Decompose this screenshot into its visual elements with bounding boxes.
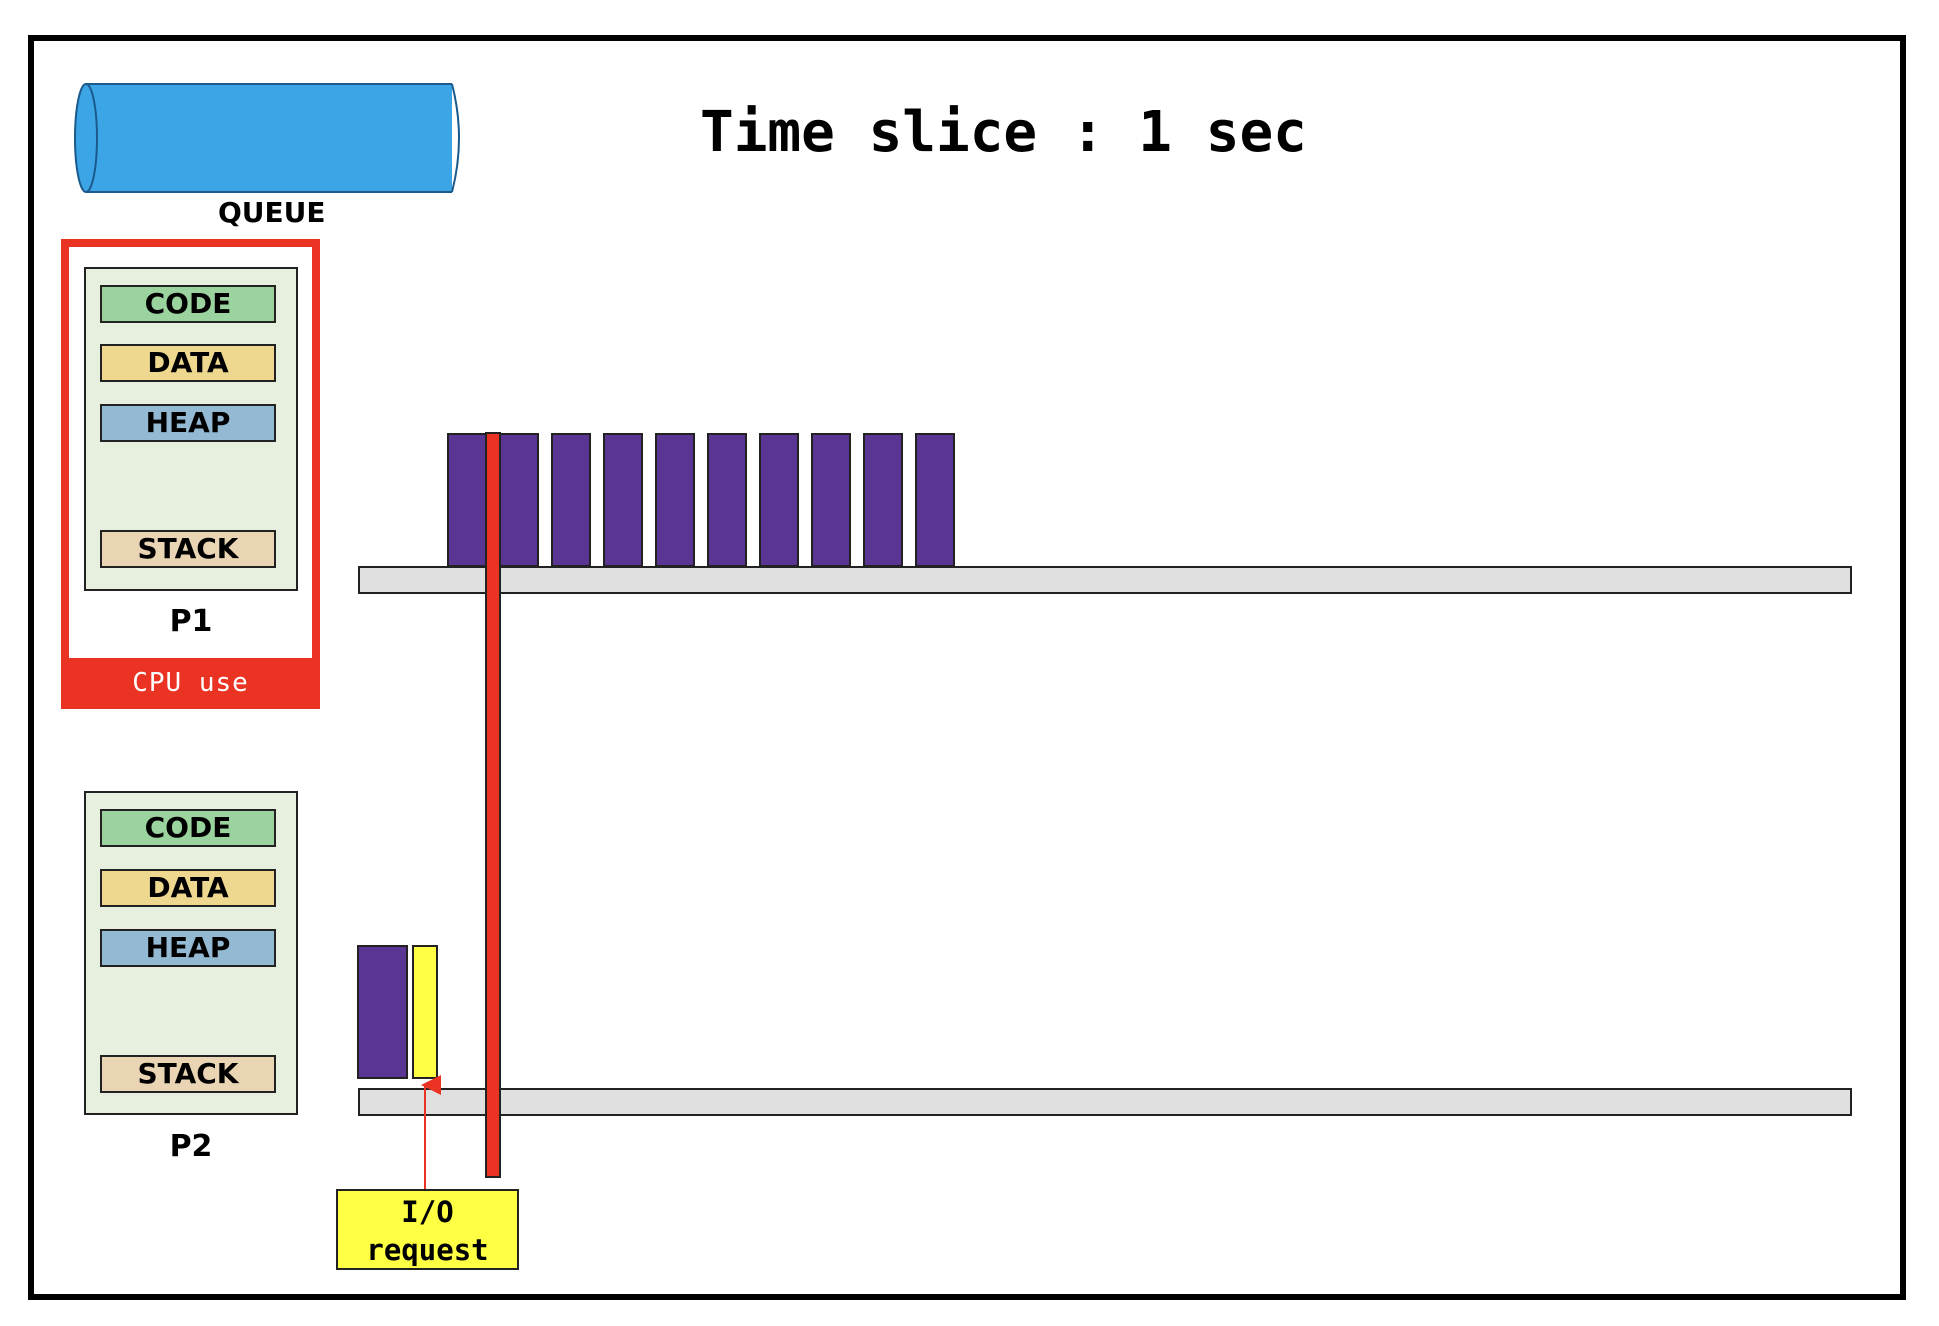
p1-burst-block	[447, 433, 487, 567]
io-request-line2: request	[366, 1233, 489, 1267]
p1-burst-block	[811, 433, 851, 567]
p1-burst-group	[447, 433, 955, 567]
cpu-use-band	[61, 658, 320, 709]
p2-burst-block	[357, 945, 408, 1079]
p1-code-segment: CODE	[100, 285, 276, 323]
p2-timeline-bar	[358, 1088, 1852, 1116]
p1-burst-block	[655, 433, 695, 567]
p2-heap-segment: HEAP	[100, 929, 276, 967]
io-request-line1: I/O	[401, 1195, 454, 1229]
p1-stack-segment: STACK	[100, 530, 276, 568]
p1-burst-block	[499, 433, 539, 567]
io-request-box: I/O request	[336, 1189, 519, 1270]
process-p2-memory: CODE DATA HEAP STACK	[84, 791, 298, 1115]
p2-data-segment: DATA	[100, 869, 276, 907]
current-time-marker	[485, 432, 501, 1178]
page-title: Time slice : 1 sec	[700, 100, 1307, 165]
p1-burst-block	[603, 433, 643, 567]
p2-stack-segment: STACK	[100, 1055, 276, 1093]
p1-burst-block	[759, 433, 799, 567]
p1-burst-block	[863, 433, 903, 567]
p1-burst-block	[707, 433, 747, 567]
p2-io-block	[412, 945, 438, 1079]
queue-label: QUEUE	[218, 196, 326, 229]
p1-burst-block	[551, 433, 591, 567]
p2-code-segment: CODE	[100, 809, 276, 847]
process-p1-memory: CODE DATA HEAP STACK	[84, 267, 298, 591]
p1-heap-segment: HEAP	[100, 404, 276, 442]
p1-timeline-bar	[358, 566, 1852, 594]
queue-cylinder-icon	[74, 83, 460, 193]
process-p1-label: P1	[169, 604, 213, 639]
process-p2-label: P2	[169, 1129, 213, 1164]
p1-burst-block	[915, 433, 955, 567]
p1-data-segment: DATA	[100, 344, 276, 382]
cpu-use-label: CPU use	[132, 668, 249, 698]
p2-burst-group	[357, 945, 438, 1079]
